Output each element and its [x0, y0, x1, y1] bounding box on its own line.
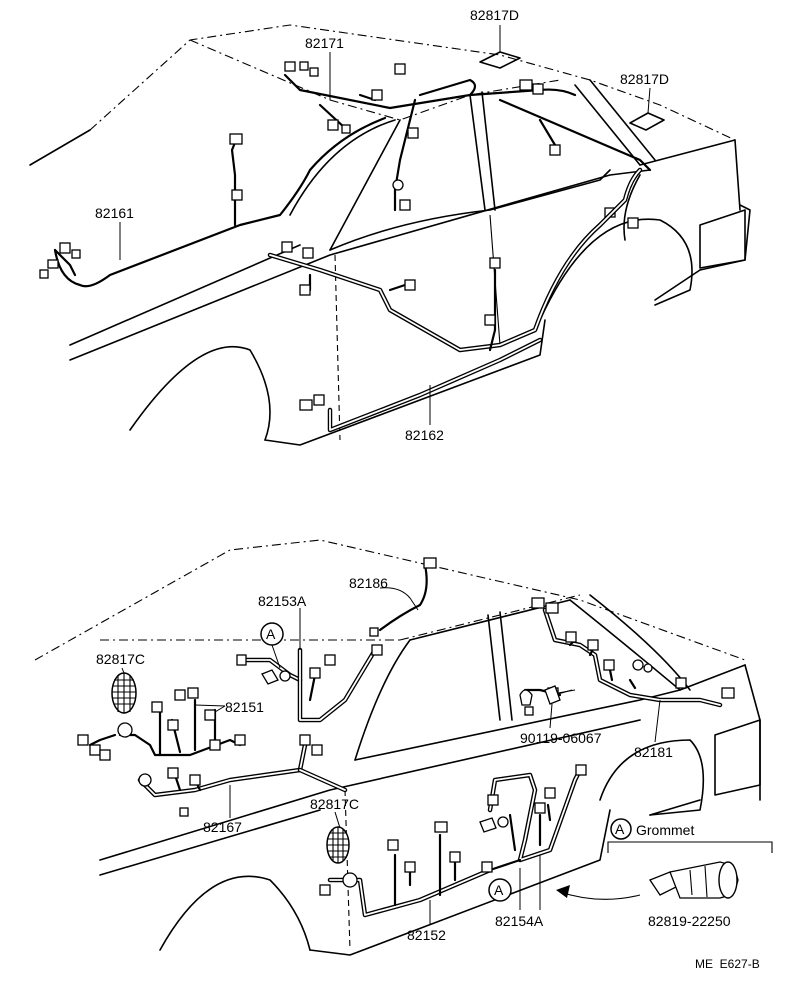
- grommet-detail-title: Grommet: [636, 822, 694, 838]
- label-82817C-b: 82817C: [310, 796, 359, 812]
- label-82161: 82161: [95, 205, 134, 221]
- label-82162: 82162: [405, 427, 444, 443]
- pad-82817C-b: [326, 826, 350, 864]
- callout-A-2: A: [488, 878, 512, 902]
- callout-A-2-letter: A: [494, 882, 504, 898]
- label-82817D-a: 82817D: [470, 7, 519, 23]
- diagram-code: ME E627-B: [695, 957, 760, 971]
- bottom-car-body: [34, 539, 761, 956]
- harness-82154A: [479, 764, 587, 873]
- label-82186: 82186: [349, 575, 388, 591]
- label-82153A: 82153A: [258, 593, 307, 609]
- label-82817C-a: 82817C: [96, 651, 145, 667]
- harness-82151: [77, 687, 246, 761]
- label-82171: 82171: [305, 35, 344, 51]
- bottom-labels: 82186 82153A 82817C 82151 82167 82817C 9…: [96, 575, 731, 943]
- harness-82186: [369, 557, 437, 637]
- label-90119-06067: 90119-06067: [520, 730, 602, 746]
- top-car-body: [29, 24, 751, 446]
- pad-82817D-a: [479, 51, 521, 69]
- harness-82162: [267, 167, 643, 433]
- grommet-detail: A Grommet: [556, 818, 773, 900]
- harness-82167: [137, 734, 348, 817]
- harness-82152: [319, 821, 493, 918]
- label-82181: 82181: [634, 744, 673, 760]
- label-82819-22250: 82819-22250: [648, 913, 731, 929]
- label-82167: 82167: [203, 819, 242, 835]
- pad-82817D-b: [629, 112, 665, 131]
- harness-82161: [39, 116, 387, 288]
- top-leaders: [119, 25, 651, 425]
- pad-82817C-a: [111, 672, 137, 714]
- bolt-90119: [544, 685, 573, 705]
- bottom-leaders: [121, 587, 661, 925]
- harness-82171: [283, 61, 652, 218]
- label-82151: 82151: [225, 699, 264, 715]
- top-labels: 82817D 82171 82817D 82161 82162: [95, 7, 669, 443]
- label-82154A: 82154A: [495, 913, 544, 929]
- grommet-detail-letter: A: [615, 821, 625, 837]
- callout-A-1-letter: A: [266, 626, 276, 642]
- label-82817D-b: 82817D: [620, 71, 669, 87]
- label-82152: 82152: [407, 927, 446, 943]
- callout-A-1: A: [260, 622, 284, 669]
